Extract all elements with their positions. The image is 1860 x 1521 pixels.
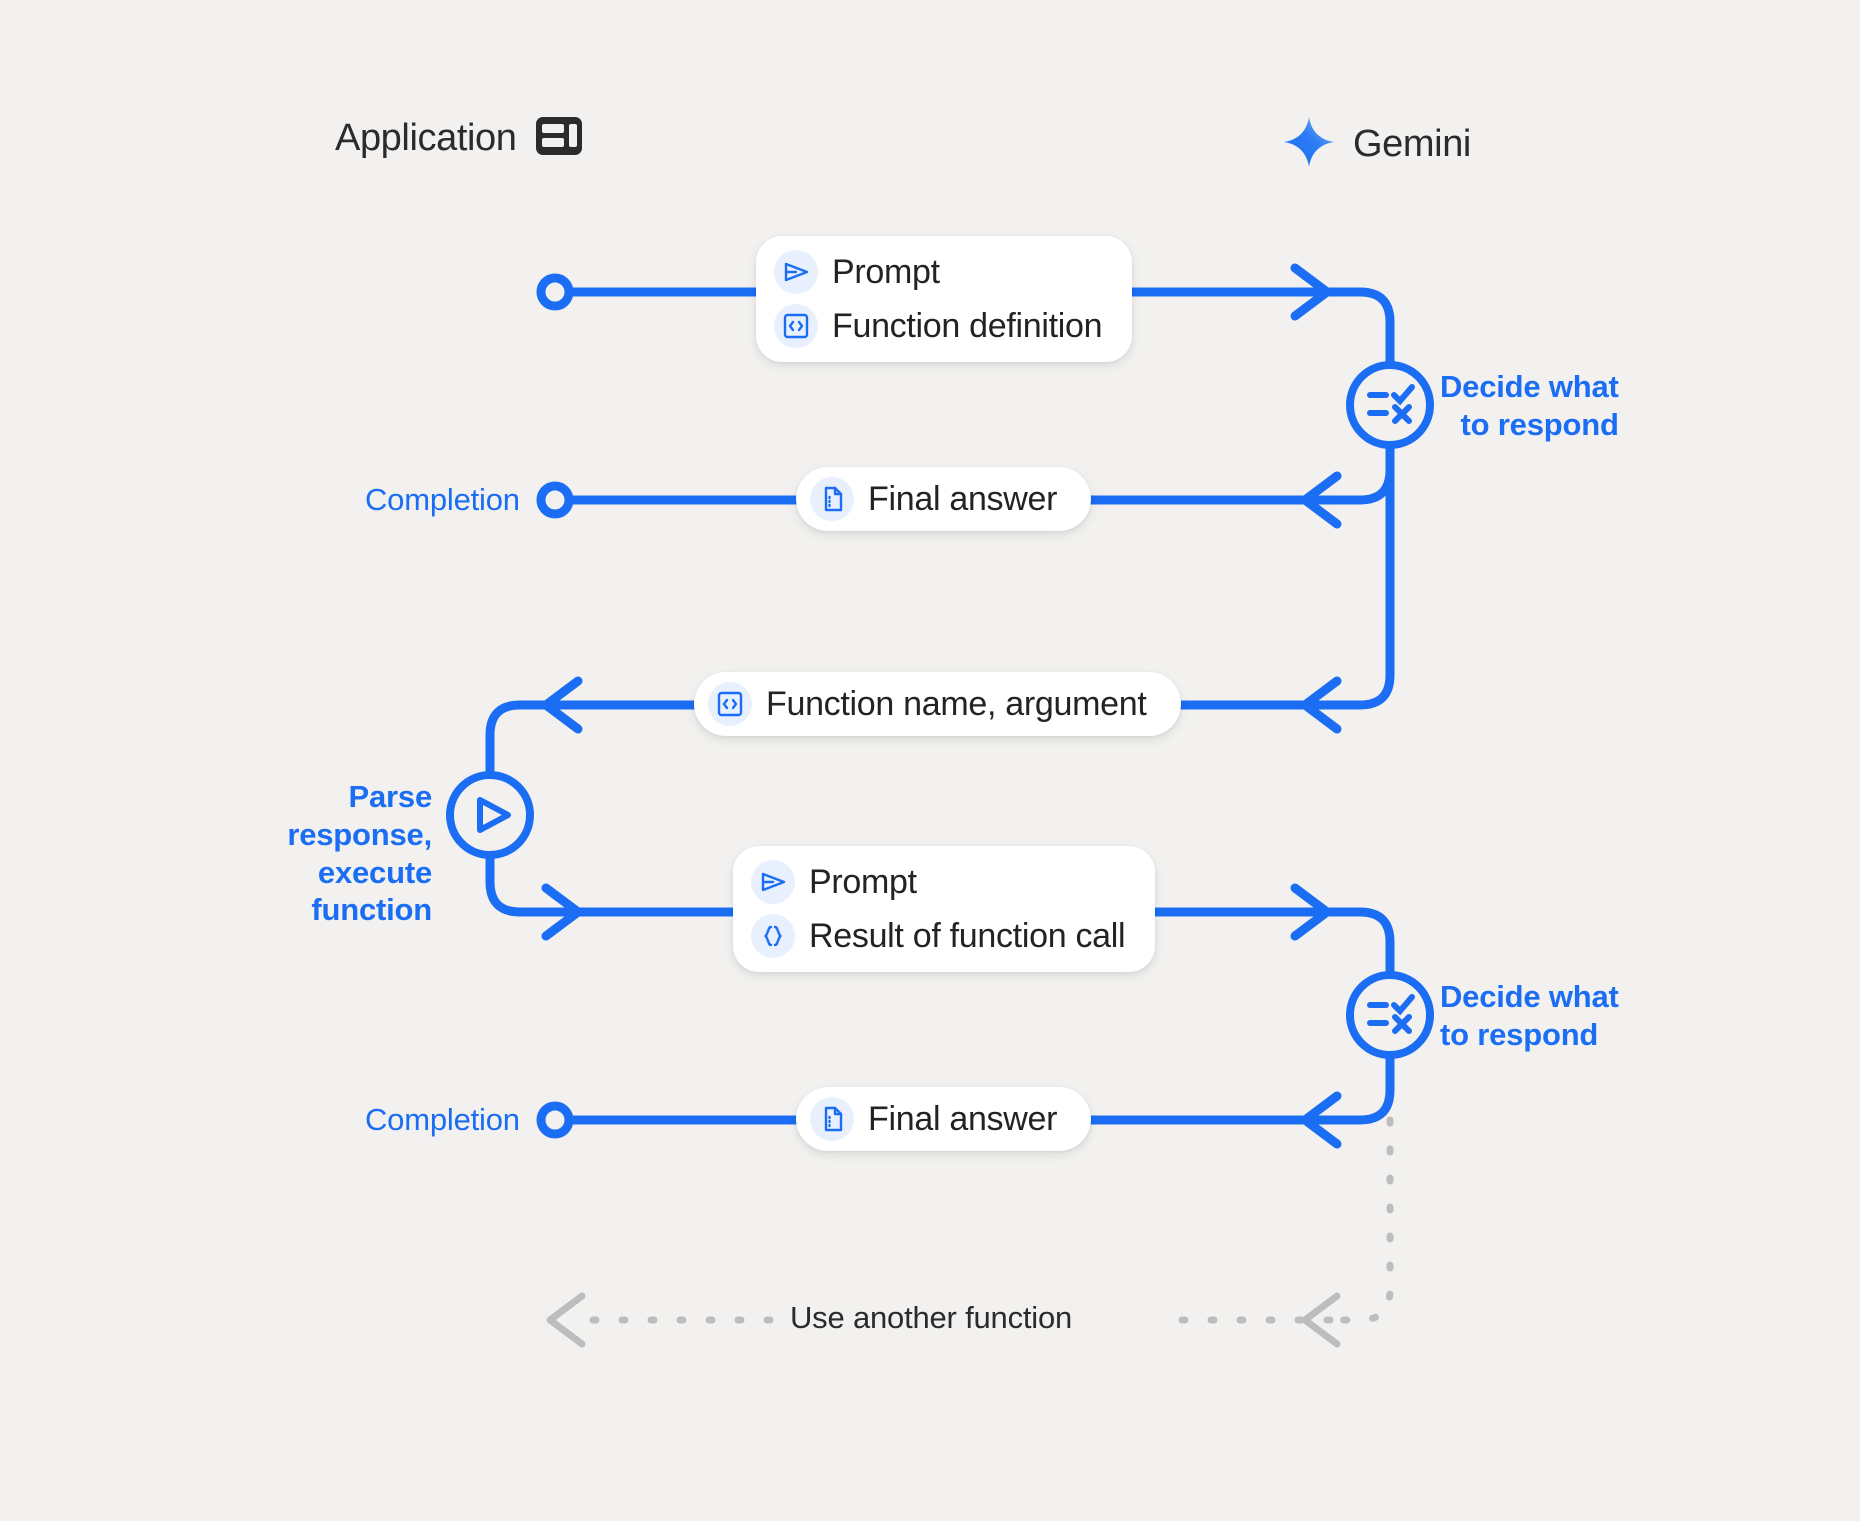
card-item-label: Final answer [868, 1099, 1058, 1138]
decide-node-1 [1346, 361, 1434, 449]
send-prompt-icon [751, 860, 795, 904]
card-item-label: Function definition [832, 306, 1103, 345]
message-card-final-answer-1[interactable]: Final answer [796, 467, 1092, 531]
arrowhead-loopback-left [546, 1292, 586, 1348]
flow-decide1-to-functioncall [1315, 440, 1395, 710]
document-icon [810, 1097, 854, 1141]
play-execute-icon [477, 797, 511, 833]
arrowhead-to-app-1 [1300, 471, 1342, 529]
send-prompt-icon [774, 250, 818, 294]
arrowhead-to-app-2 [1300, 676, 1342, 734]
flow-prompt2-to-gemini [1315, 907, 1395, 980]
source-dot-completion-1 [536, 481, 574, 519]
decision-checklist-icon [1367, 994, 1415, 1034]
arrowhead-loopback-mid [1301, 1292, 1341, 1348]
arrowhead-to-gemini-1 [1290, 263, 1332, 321]
card-item-label: Prompt [809, 862, 917, 901]
decision-checklist-icon [1367, 384, 1415, 424]
curly-braces-icon [751, 914, 795, 958]
card-row: Final answer [810, 1097, 1057, 1141]
code-brackets-icon [708, 682, 752, 726]
flow-parse-to-prompt2 [485, 850, 1325, 917]
source-dot-completion-2 [536, 1101, 574, 1139]
annotation-decide-2: Decide what to respond [1440, 979, 1619, 1052]
decide-node-2 [1346, 971, 1434, 1059]
arrowhead-to-app-3 [1300, 1091, 1342, 1149]
arrowhead-to-parse-in [541, 676, 583, 734]
label-completion-1: Completion [365, 482, 520, 517]
source-dot-prompt [536, 273, 574, 311]
card-item-label: Final answer [868, 479, 1058, 518]
code-brackets-icon [774, 304, 818, 348]
actor-application: Application [335, 116, 583, 161]
actor-gemini-label: Gemini [1353, 123, 1471, 165]
flow-function-name-to-app [485, 700, 1325, 780]
app-window-icon [535, 116, 583, 161]
arrowhead-parse-out [541, 883, 583, 941]
flow-decide2-down [1315, 1050, 1395, 1125]
actor-application-label: Application [335, 117, 517, 159]
label-completion-2: Completion [365, 1102, 520, 1137]
card-item-label: Prompt [832, 252, 940, 291]
card-item-label: Result of function call [809, 916, 1126, 955]
gemini-sparkle-icon [1283, 116, 1335, 173]
card-row: Prompt [751, 860, 1125, 904]
message-card-final-answer-2[interactable]: Final answer [796, 1087, 1092, 1151]
card-row: Final answer [810, 477, 1057, 521]
arrowhead-to-gemini-2 [1290, 883, 1332, 941]
message-card-function-call[interactable]: Function name, argument [694, 672, 1181, 736]
label-use-another-function: Use another function [776, 1300, 1087, 1336]
card-row: Prompt [774, 250, 1102, 294]
message-card-prompt-definition[interactable]: Prompt Function definition [756, 236, 1133, 362]
card-row: Function name, argument [708, 682, 1147, 726]
annotation-parse-execute: Parse response, execute function [287, 779, 432, 928]
card-item-label: Function name, argument [766, 684, 1147, 723]
document-icon [810, 477, 854, 521]
card-row: Result of function call [751, 914, 1126, 958]
parse-node [446, 771, 534, 859]
annotation-decide-1: Decide what to respond [1440, 369, 1619, 442]
card-row: Function definition [774, 304, 1103, 348]
actor-gemini: Gemini [1283, 116, 1471, 173]
message-card-prompt-result[interactable]: Prompt Result of function call [733, 846, 1156, 972]
flow-gemini-down-to-decide-1 [1315, 287, 1395, 370]
